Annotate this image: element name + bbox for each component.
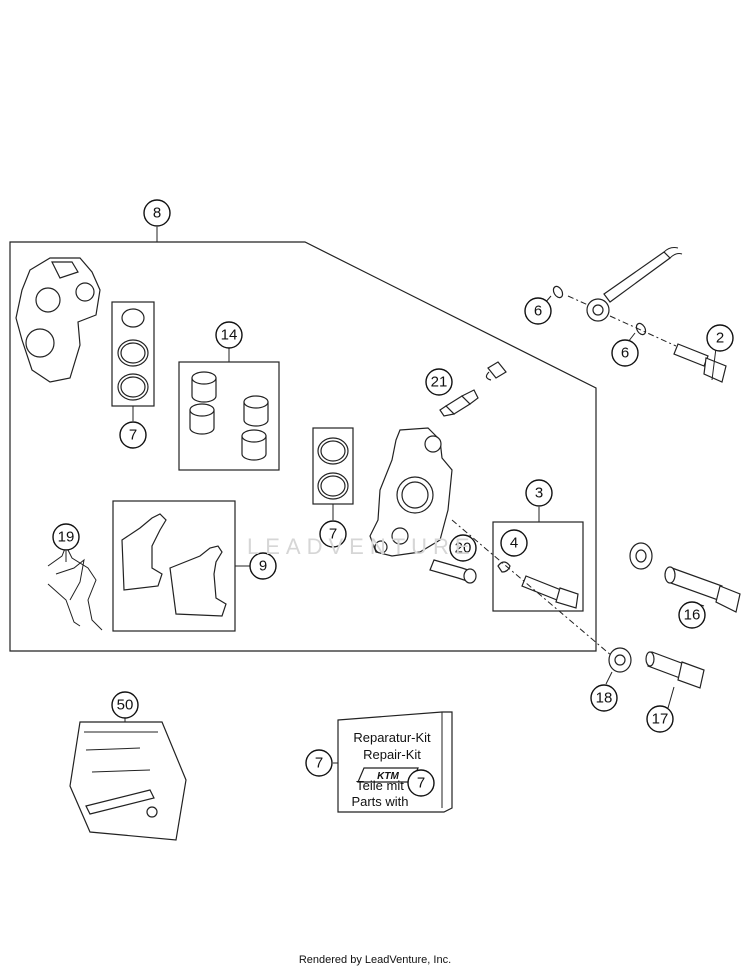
callout-7-kit[interactable]: 7 bbox=[305, 749, 333, 777]
kit-label-3: Teile mit bbox=[356, 778, 404, 793]
callout-7-middle[interactable]: 7 bbox=[319, 520, 347, 548]
svg-text:20: 20 bbox=[455, 540, 472, 557]
callout-17[interactable]: 17 bbox=[646, 705, 674, 733]
seal-rings-left bbox=[117, 308, 149, 401]
brake-pads bbox=[121, 513, 227, 617]
footer-credit: Rendered by LeadVenture, Inc. bbox=[298, 954, 452, 966]
callout-4[interactable]: 4 bbox=[500, 529, 528, 557]
svg-text:18: 18 bbox=[596, 690, 613, 707]
caliper-right bbox=[369, 427, 453, 557]
callout-6-top[interactable]: 6 bbox=[524, 297, 552, 325]
callout-20[interactable]: 20 bbox=[449, 534, 477, 562]
washer-large bbox=[629, 542, 653, 570]
watermark-text: LEADVENTURE bbox=[247, 534, 476, 559]
svg-text:21: 21 bbox=[431, 374, 448, 391]
bolt-17 bbox=[645, 651, 705, 689]
svg-text:7: 7 bbox=[129, 427, 137, 444]
callout-7-left[interactable]: 7 bbox=[119, 421, 147, 449]
svg-text:4: 4 bbox=[510, 535, 518, 552]
callout-9[interactable]: 9 bbox=[249, 552, 277, 580]
grease-packet bbox=[69, 721, 187, 841]
axis-line bbox=[609, 315, 677, 347]
svg-text:9: 9 bbox=[259, 558, 267, 575]
svg-text:7: 7 bbox=[329, 526, 337, 543]
callout-50[interactable]: 50 bbox=[111, 691, 139, 719]
kit-label-1: Reparatur-Kit bbox=[353, 730, 431, 745]
leader-line bbox=[711, 347, 717, 381]
washer-18 bbox=[608, 647, 632, 673]
guide-pin bbox=[429, 559, 477, 584]
repair-kit-box: Reparatur-Kit Repair-Kit KTM Teile mit P… bbox=[337, 711, 453, 813]
svg-text:6: 6 bbox=[621, 345, 629, 362]
svg-text:19: 19 bbox=[58, 529, 75, 546]
pistons bbox=[189, 371, 269, 461]
washers bbox=[552, 285, 647, 336]
seal-rings-middle bbox=[317, 437, 349, 500]
svg-text:16: 16 bbox=[684, 607, 701, 624]
callout-2[interactable]: 2 bbox=[706, 324, 734, 352]
svg-text:8: 8 bbox=[153, 205, 161, 222]
callout-18[interactable]: 18 bbox=[590, 684, 618, 712]
leader-line bbox=[605, 671, 613, 685]
callout-8[interactable]: 8 bbox=[143, 199, 171, 227]
svg-text:17: 17 bbox=[652, 711, 669, 728]
svg-text:14: 14 bbox=[221, 327, 238, 344]
callout-7-kit-inner[interactable]: 7 bbox=[407, 769, 435, 797]
bolt-box bbox=[492, 521, 584, 612]
bleed-screw bbox=[439, 361, 507, 417]
svg-text:3: 3 bbox=[535, 485, 543, 502]
svg-text:6: 6 bbox=[534, 303, 542, 320]
svg-text:50: 50 bbox=[117, 697, 134, 714]
svg-text:7: 7 bbox=[315, 755, 323, 772]
callout-3[interactable]: 3 bbox=[525, 479, 553, 507]
caliper-left bbox=[15, 257, 101, 383]
callout-21[interactable]: 21 bbox=[425, 368, 453, 396]
kit-label-2: Repair-Kit bbox=[363, 747, 421, 762]
axle-bolt-16 bbox=[664, 566, 741, 613]
ktm-logo: KTM bbox=[377, 771, 399, 782]
assembly-group-outline bbox=[9, 241, 597, 652]
callout-19[interactable]: 19 bbox=[52, 523, 80, 551]
callout-14[interactable]: 14 bbox=[215, 321, 243, 349]
kit-label-4: Parts with bbox=[351, 794, 408, 809]
brake-line bbox=[586, 247, 683, 322]
callout-6-bottom[interactable]: 6 bbox=[611, 339, 639, 367]
axis-line bbox=[567, 295, 589, 306]
svg-text:2: 2 bbox=[716, 330, 724, 347]
caliper-bolt bbox=[497, 561, 579, 609]
leader-line bbox=[667, 686, 675, 709]
callout-16[interactable]: 16 bbox=[678, 601, 706, 629]
banjo-bolt bbox=[673, 343, 727, 383]
spring-clip bbox=[47, 544, 103, 631]
svg-text:7: 7 bbox=[417, 775, 425, 792]
